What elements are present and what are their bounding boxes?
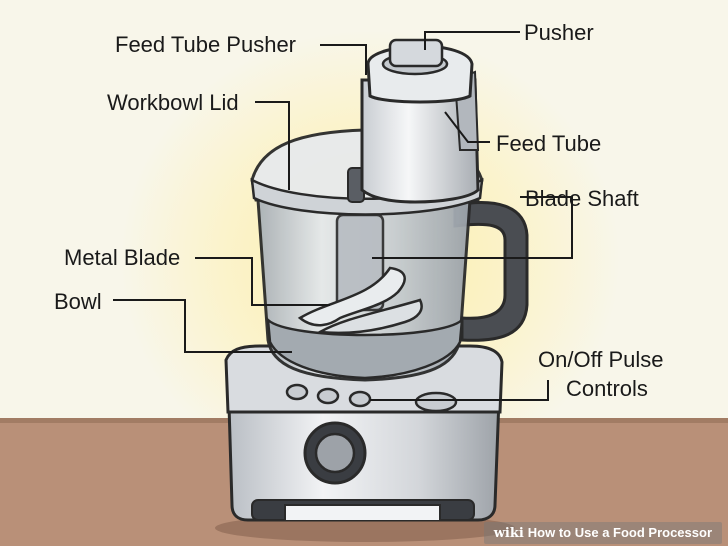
base-foot-inner xyxy=(284,504,441,520)
pusher-inner xyxy=(388,38,444,68)
speed-dial xyxy=(314,432,356,474)
leader-lines xyxy=(113,31,573,401)
leader-workbowl-lid xyxy=(255,101,290,190)
bowl-base-ring xyxy=(266,316,464,380)
metal-blade xyxy=(297,266,406,327)
leader-controls xyxy=(370,380,549,401)
control-button-1 xyxy=(285,383,309,401)
label-pusher: Pusher xyxy=(524,20,594,45)
feed-tube xyxy=(360,78,480,204)
watermark-logo: wiki xyxy=(493,526,524,541)
label-feed-tube-pusher: Feed Tube Pusher xyxy=(115,32,297,57)
control-slider xyxy=(414,391,458,413)
label-blade-shaft: Blade Shaft xyxy=(525,186,639,211)
leader-feed-tube xyxy=(444,111,490,143)
metal-blade-lower xyxy=(315,298,423,335)
bowl-handle xyxy=(453,201,529,342)
label-metal-blade: Metal Blade xyxy=(64,245,181,270)
leader-pusher xyxy=(424,31,520,50)
label-controls-line1: On/Off Pulse xyxy=(538,347,664,372)
leader-feed-tube-pusher xyxy=(320,44,367,75)
watermark-text: How to Use a Food Processor xyxy=(527,525,712,540)
label-controls-line2: Controls xyxy=(566,376,648,401)
label-feed-tube: Feed Tube xyxy=(496,131,602,156)
control-button-3 xyxy=(348,390,372,408)
control-button-2 xyxy=(316,387,340,405)
label-workbowl-lid: Workbowl Lid xyxy=(107,90,239,115)
leader-blade-shaft xyxy=(372,196,573,259)
label-bowl: Bowl xyxy=(54,289,102,314)
lid-rim xyxy=(250,177,484,216)
leader-bowl xyxy=(113,299,292,353)
leader-metal-blade xyxy=(195,257,330,306)
